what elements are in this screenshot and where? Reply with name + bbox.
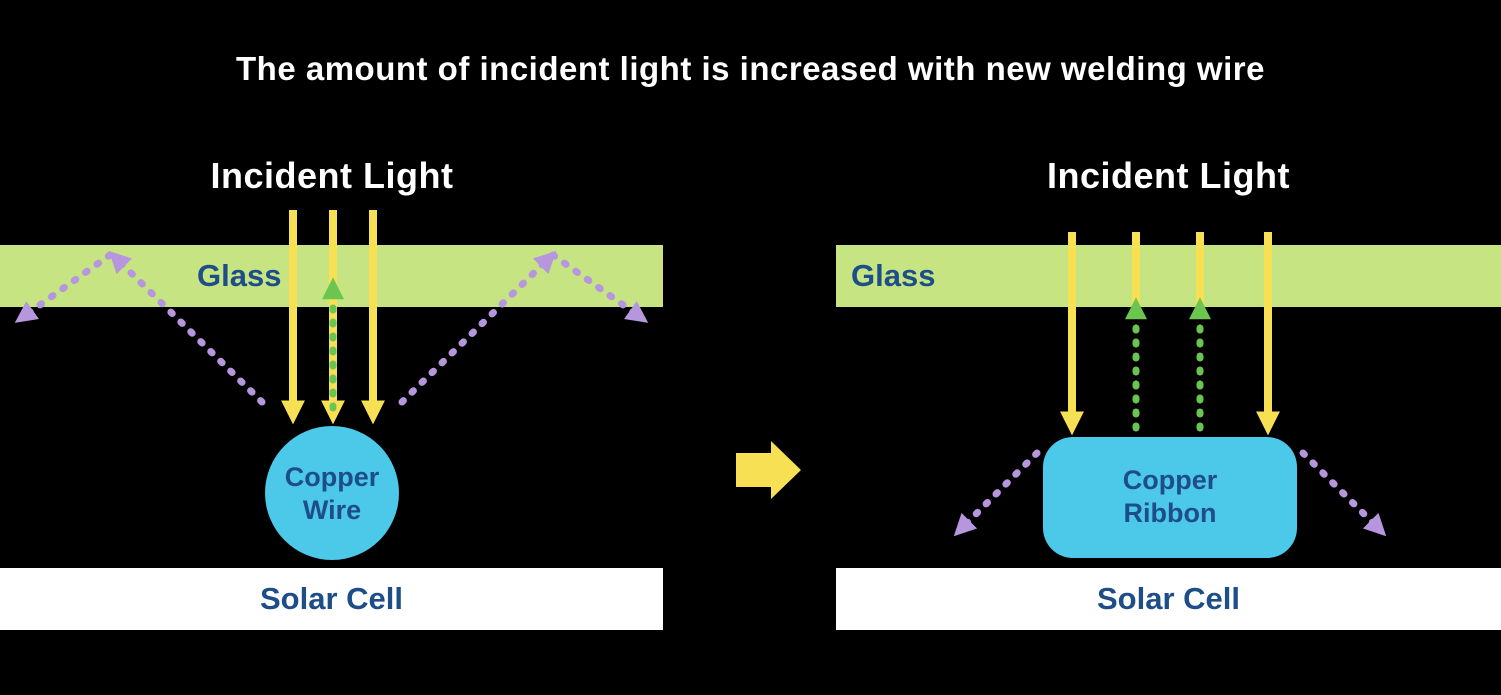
copper-wire-label-line1: Copper xyxy=(284,462,380,492)
copper-ribbon-shape xyxy=(1043,437,1297,558)
incident-light-label-left: Incident Light xyxy=(210,155,454,196)
copper-wire-label-line2: Wire xyxy=(302,495,362,525)
copper-ribbon-label-line2: Ribbon xyxy=(1123,498,1217,528)
copper-ribbon-label-line1: Copper xyxy=(1122,465,1218,495)
incident-light-arrows-right xyxy=(1060,232,1280,436)
solar-cell-left xyxy=(0,568,663,630)
scattered-light-arrow-left-icon xyxy=(953,449,1041,537)
diagram-title: The amount of incident light is increase… xyxy=(236,50,1265,87)
solar-cell-label-left: Solar Cell xyxy=(260,581,403,616)
glass-label-right: Glass xyxy=(851,258,936,293)
glass-label-left: Glass xyxy=(197,258,282,293)
solar-cell-label-right: Solar Cell xyxy=(1097,581,1240,616)
transition-arrow-icon xyxy=(736,441,801,499)
incident-light-label-right: Incident Light xyxy=(1047,155,1290,196)
scattered-light-arrow-right-icon xyxy=(1299,449,1387,537)
copper-wire-label: Copper Wire xyxy=(252,461,412,527)
solar-cell-right xyxy=(836,568,1501,630)
scattered-light-arrow-up-right-icon xyxy=(398,250,557,406)
copper-wire-shape xyxy=(265,426,399,560)
copper-ribbon-label: Copper Ribbon xyxy=(1043,464,1297,530)
scattered-light-arrow-out-left-icon xyxy=(14,251,114,323)
reflected-light-arrows-right xyxy=(1125,297,1211,432)
scattered-light-arrows-right xyxy=(953,449,1387,537)
scattered-light-arrow-up-left-icon xyxy=(108,250,266,406)
scattered-light-arrows-left xyxy=(14,250,649,406)
glass-panel-right xyxy=(836,245,1501,307)
scattered-light-arrow-out-right-icon xyxy=(549,251,649,323)
